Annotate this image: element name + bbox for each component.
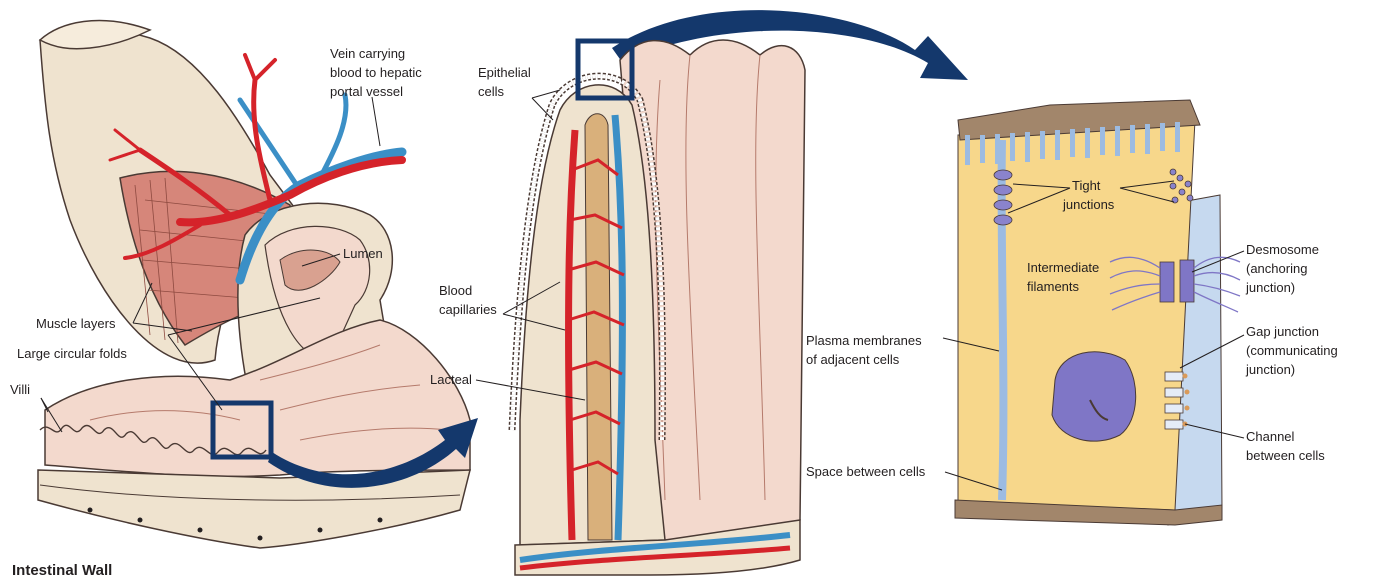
wall-base [38,470,470,548]
nucleus [1052,352,1136,441]
cell-junctions-illustration [955,100,1240,525]
label-villi: Villi [10,382,30,397]
label-intermediate-line1: Intermediate [1027,260,1099,275]
label-vein-line2: blood to hepatic [330,65,422,80]
label-vein-line3: portal vessel [330,84,403,99]
label-tight-line2: junctions [1062,197,1115,212]
label-epithelial-line2: cells [478,84,505,99]
label-muscle-layers: Muscle layers [36,316,116,331]
label-capillaries-line1: Blood [439,283,472,298]
label-lacteal: Lacteal [430,372,472,387]
label-plasma-line1: Plasma membranes [806,333,922,348]
label-desmosome-line2: (anchoring [1246,261,1307,276]
label-space: Space between cells [806,464,926,479]
label-intermediate-line2: filaments [1027,279,1080,294]
label-capillaries-line2: capillaries [439,302,497,317]
label-gap-line2: (communicating [1246,343,1338,358]
label-desmosome-line1: Desmosome [1246,242,1319,257]
label-desmosome-line3: junction) [1245,280,1295,295]
label-channel-line2: between cells [1246,448,1325,463]
label-plasma-line2: of adjacent cells [806,352,900,367]
label-gap-line3: junction) [1245,362,1295,377]
label-vein-line1: Vein carrying [330,46,405,61]
villus-illustration [512,40,805,575]
label-circular-folds: Large circular folds [17,346,127,361]
lacteal-vessel [585,114,612,540]
label-epithelial-line1: Epithelial [478,65,531,80]
label-gap-line1: Gap junction [1246,324,1319,339]
label-tight-line1: Tight [1072,178,1101,193]
figure-title: Intestinal Wall [12,562,112,579]
label-lumen: Lumen [343,246,383,261]
label-channel-line1: Channel [1246,429,1295,444]
